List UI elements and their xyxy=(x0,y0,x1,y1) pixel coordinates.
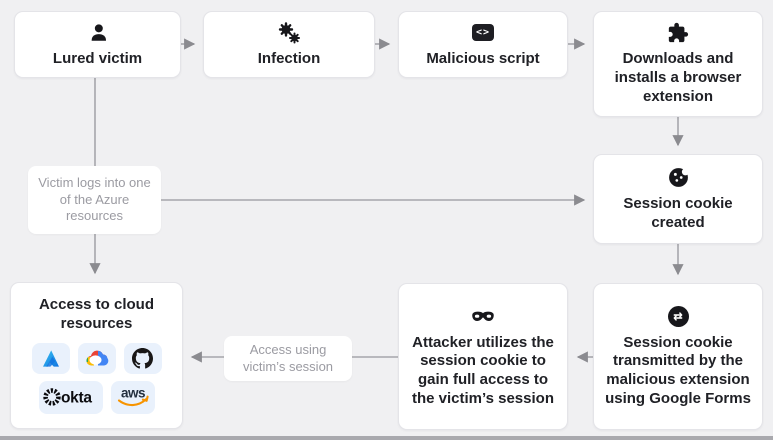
mask-icon xyxy=(470,305,496,329)
node-label: Downloads and installs a browser extensi… xyxy=(614,50,742,105)
bottom-border-bar xyxy=(0,436,773,440)
aws-icon: aws xyxy=(110,380,155,414)
edge-label-access-session: Access using victim’s session xyxy=(224,336,352,381)
node-label: Session cookie transmitted by the malici… xyxy=(605,333,751,407)
okta-icon: okta xyxy=(38,380,103,414)
cookie-transfer-icon: ⇄ xyxy=(667,305,689,329)
node-session-cookie-transmitted: ⇄ Session cookie transmitted by the mali… xyxy=(593,283,763,430)
okta-wordmark: okta xyxy=(61,390,92,407)
edge-label-text: Victim logs into one of the Azure resour… xyxy=(38,174,151,224)
node-lured-victim: Lured victim xyxy=(14,11,181,78)
node-malicious-script: <> Malicious script xyxy=(398,11,568,78)
code-glyph: <> xyxy=(475,27,491,39)
node-label: Access to cloud resources xyxy=(38,296,155,332)
node-label: Attacker utilizes the session cookie to … xyxy=(411,333,554,407)
node-access-cloud-resources: Access to cloud resources xyxy=(10,282,183,429)
virus-icon xyxy=(277,21,301,45)
node-label: Lured victim xyxy=(52,49,143,67)
node-attacker-utilizes: Attacker utilizes the session cookie to … xyxy=(398,283,568,430)
github-icon xyxy=(123,342,162,374)
edge-label-text: Access using victim’s session xyxy=(242,341,334,374)
node-label: Malicious script xyxy=(426,49,540,67)
person-icon xyxy=(87,21,109,45)
azure-icon xyxy=(31,342,70,374)
node-label: Session cookie created xyxy=(623,194,733,231)
code-icon: <> xyxy=(472,21,494,45)
puzzle-icon xyxy=(667,21,689,45)
google-cloud-icon xyxy=(77,342,116,374)
node-infection: Infection xyxy=(203,11,375,78)
node-session-cookie-created: Session cookie created xyxy=(593,154,763,244)
edge-label-azure-login: Victim logs into one of the Azure resour… xyxy=(28,166,161,234)
transfer-glyph: ⇄ xyxy=(673,311,683,323)
aws-wordmark: aws xyxy=(121,386,145,401)
provider-logos: okta aws xyxy=(31,342,162,414)
node-browser-extension: Downloads and installs a browser extensi… xyxy=(593,11,763,117)
cookie-icon xyxy=(667,166,690,190)
node-label: Infection xyxy=(257,49,321,67)
